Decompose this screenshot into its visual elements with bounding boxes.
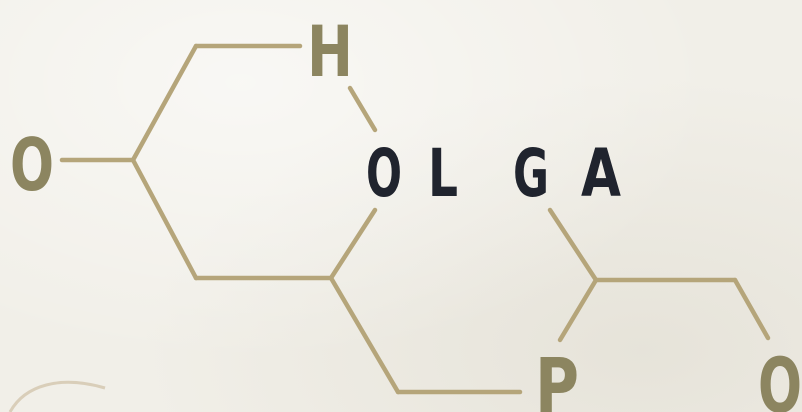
atom-h: H bbox=[307, 11, 353, 93]
bond-lines bbox=[59, 43, 771, 395]
bond-to-o-right bbox=[732, 277, 771, 341]
atom-p: P bbox=[535, 341, 579, 412]
bond-h-to-o bbox=[347, 85, 378, 133]
atom-labels: H O O L G A P O bbox=[10, 11, 802, 412]
bond-ring-bottom-left bbox=[130, 157, 199, 281]
atom-o-left: O bbox=[10, 123, 54, 207]
bond-g-to-branch bbox=[547, 207, 599, 283]
decorative-swirl bbox=[8, 380, 106, 412]
atom-o-right: O bbox=[758, 341, 802, 412]
atom-o: O bbox=[366, 135, 402, 212]
atom-l: L bbox=[428, 135, 458, 212]
atom-a: A bbox=[581, 135, 621, 212]
bond-branch-to-p bbox=[557, 277, 599, 343]
bond-ring-right bbox=[328, 207, 378, 281]
atom-g: G bbox=[513, 135, 549, 212]
bond-to-p-branch bbox=[328, 275, 401, 395]
bond-ring-top-left bbox=[130, 43, 199, 163]
